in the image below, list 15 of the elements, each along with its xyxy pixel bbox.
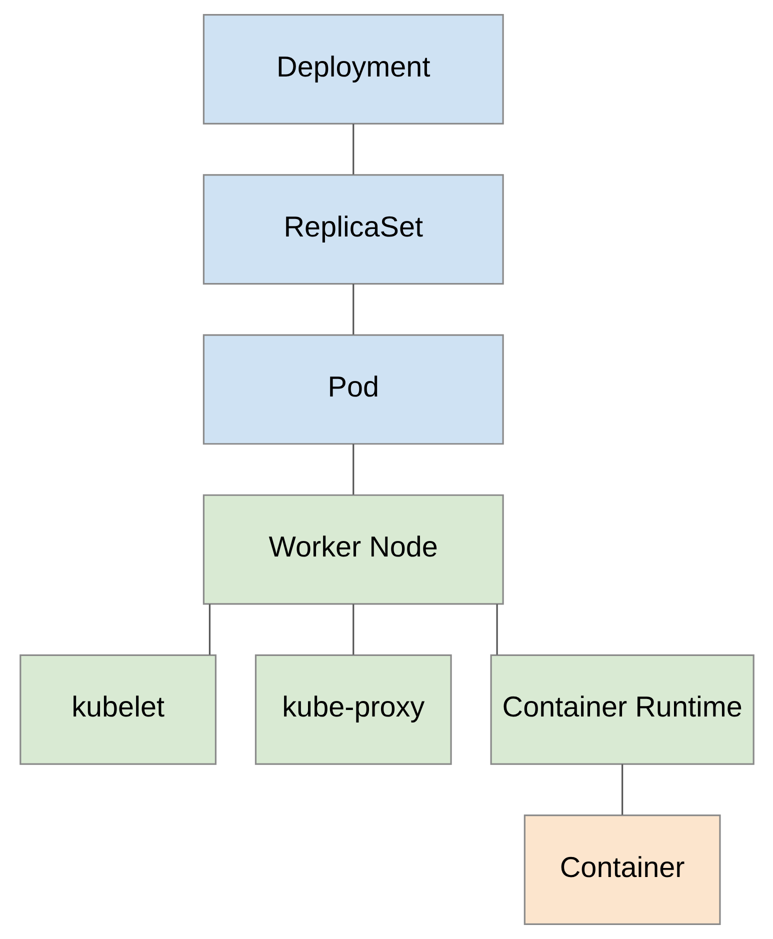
node-box: Pod	[202, 334, 504, 445]
connector	[208, 604, 210, 655]
connector	[496, 604, 498, 655]
node-box: Worker Node	[202, 494, 504, 605]
node-box: kube-proxy	[254, 654, 452, 765]
connector	[352, 444, 354, 495]
node-box: Container Runtime	[490, 654, 754, 765]
connector	[352, 124, 354, 174]
node-box: kubelet	[19, 654, 216, 765]
node-box: ReplicaSet	[202, 174, 504, 285]
node-box: Deployment	[202, 14, 504, 125]
connector	[352, 284, 354, 335]
connector	[621, 764, 623, 815]
connector	[352, 604, 354, 655]
node-box: Container	[523, 814, 720, 925]
